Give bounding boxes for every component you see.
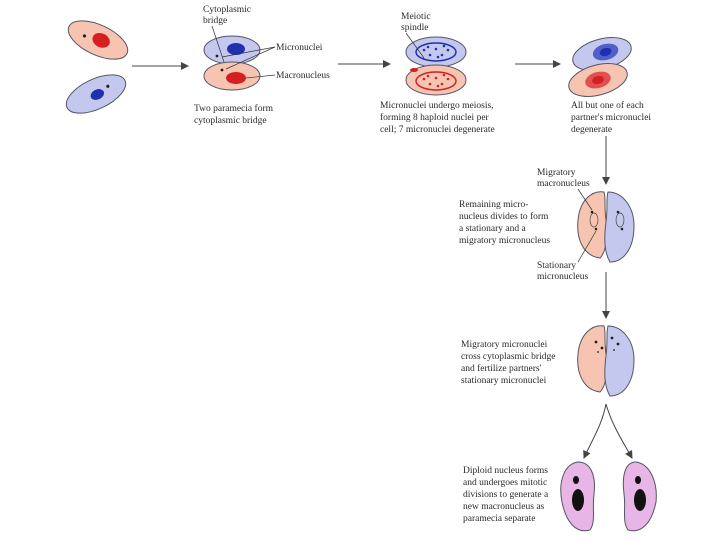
label-macronucleus: Macronucleus (276, 71, 330, 81)
caption-step1: Two paramecia form cytoplasmic bridge (194, 103, 275, 126)
exconjugant-right (622, 461, 657, 532)
label-migratory-macronucleus: Migratory macronucleus (537, 168, 590, 189)
caption-step4: Remaining micro- nucleus divides to form… (459, 200, 551, 246)
macronucleus (92, 32, 110, 48)
stage7-cells (560, 461, 657, 532)
caption-step3: All but one of each partner's micronucle… (571, 100, 653, 135)
stage4-pair (568, 37, 632, 97)
blue-macronucleus (227, 43, 245, 55)
label-cytoplasmic-bridge: Cytoplasmic bridge (203, 5, 253, 26)
blue-macronucleus (415, 42, 457, 62)
stage3-labels: Meiotic spindle (401, 12, 433, 59)
stage5-pair (577, 191, 635, 263)
stage5-labels: Migratory macronucleus Stationary micron… (537, 168, 597, 282)
label-micronuclei: Micronuclei (276, 43, 323, 53)
paramecium-pink (67, 20, 129, 60)
stage2-pair (203, 35, 261, 91)
macronucleus (90, 89, 105, 100)
arrow-6a (583, 403, 607, 459)
exconjugant-left (560, 461, 595, 532)
haploid-nuclei-blue (422, 44, 450, 59)
caption-step5: Migratory micronuclei cross cytoplasmic … (461, 340, 558, 386)
stage2-labels: Cytoplasmic bridge Micronuclei Macronucl… (203, 5, 330, 81)
haploid-nuclei-red (422, 73, 450, 88)
red-macronucleus (415, 71, 457, 91)
micronucleus (82, 34, 87, 38)
label-stationary-micronucleus: Stationary micronucleus (537, 261, 588, 282)
caption-step6: Diploid nucleus forms and undergoes mito… (463, 465, 551, 524)
stage1-cells (65, 20, 129, 114)
caption-step2: Micronuclei undergo meiosis, forming 8 h… (380, 101, 496, 135)
stage3-pair (405, 36, 467, 96)
red-macronucleus (226, 72, 246, 84)
paramecium-blue (65, 74, 127, 114)
stage6-pair (577, 325, 635, 397)
arrow-6b (605, 403, 633, 459)
label-meiotic-spindle: Meiotic spindle (401, 12, 433, 33)
micronucleus (106, 84, 110, 88)
